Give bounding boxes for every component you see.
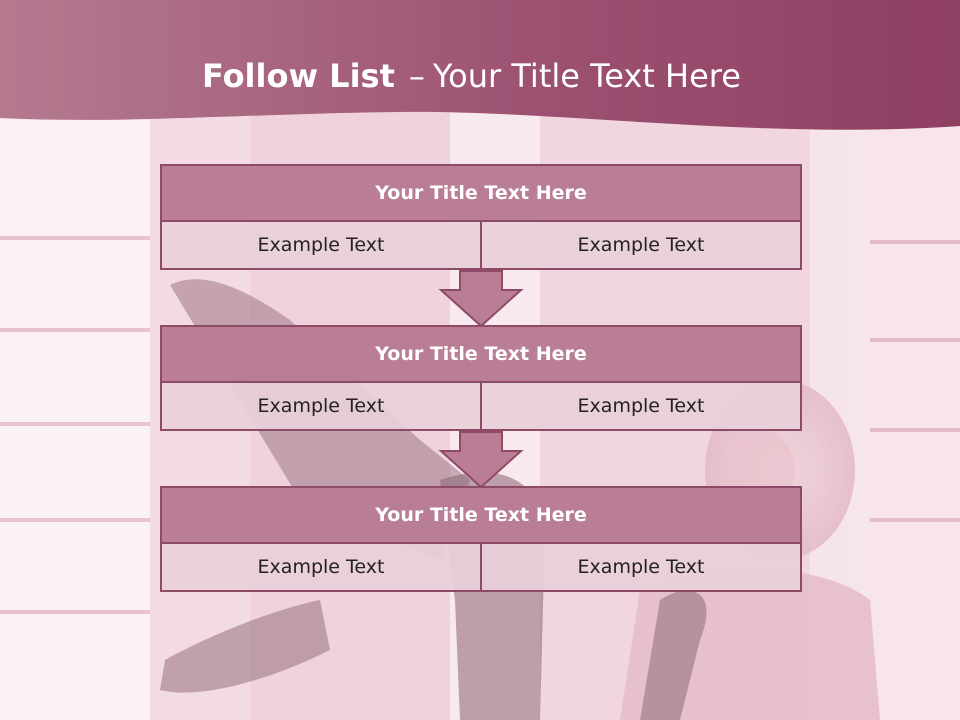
slide-title-rest: Your Title Text Here: [432, 57, 741, 95]
header-band: Follow List–Your Title Text Here: [0, 0, 960, 140]
block-cell-right: Example Text: [482, 381, 802, 431]
block-row: Example Text Example Text: [160, 381, 802, 431]
slide-title-dash: –: [408, 57, 425, 95]
down-arrow-icon: [438, 270, 524, 328]
slide-title-bold: Follow List: [202, 57, 395, 95]
block-cell-left: Example Text: [160, 542, 482, 592]
block-cell-left: Example Text: [160, 220, 482, 270]
block-title: Your Title Text Here: [160, 325, 802, 383]
block-title: Your Title Text Here: [160, 486, 802, 544]
block-row: Example Text Example Text: [160, 220, 802, 270]
down-arrow-icon: [438, 431, 524, 489]
block-cell-left: Example Text: [160, 381, 482, 431]
block-row: Example Text Example Text: [160, 542, 802, 592]
block-cell-right: Example Text: [482, 542, 802, 592]
slide-title: Follow List–Your Title Text Here: [202, 54, 741, 98]
block-cell-right: Example Text: [482, 220, 802, 270]
block-title: Your Title Text Here: [160, 164, 802, 222]
